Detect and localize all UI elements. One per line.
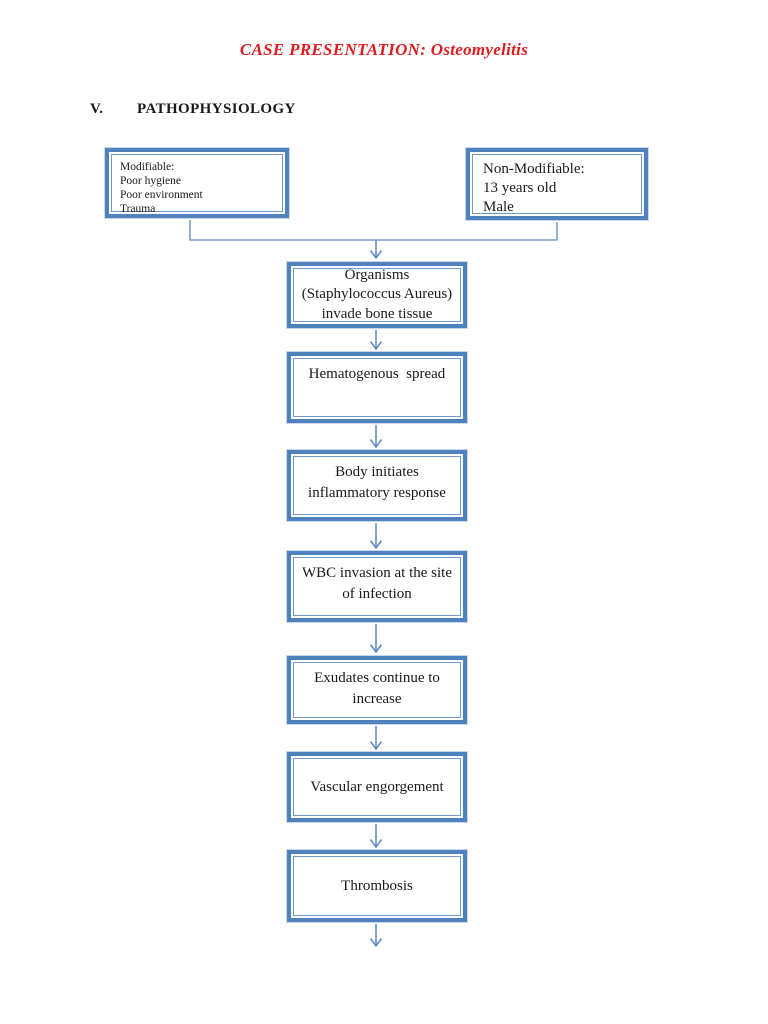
- flow-step-thrombosis: Thrombosis: [287, 850, 467, 922]
- flow-step-line: Hematogenous spread: [308, 366, 446, 382]
- modifiable-factors-box: Modifiable: Poor hygiene Poor environmen…: [105, 148, 289, 218]
- flow-step-line: Body initiates: [335, 464, 419, 480]
- flow-step-line: Thrombosis: [341, 877, 413, 894]
- document-title: CASE PRESENTATION: Osteomyelitis: [239, 40, 529, 59]
- arrow-final-head: [369, 938, 383, 948]
- flow-step-line: WBC invasion at the site: [302, 565, 452, 581]
- factor-line: Male: [483, 199, 514, 215]
- flow-step-line: Exudates continue to: [314, 670, 440, 686]
- flow-step-line: increase: [352, 690, 402, 707]
- arrow-5-head: [369, 741, 383, 751]
- factor-line: 13 years old: [483, 180, 557, 196]
- non-modifiable-factors-box: Non-Modifiable: 13 years old Male: [466, 148, 648, 220]
- flow-step-hematogenous-spread: Hematogenous spread: [287, 352, 467, 423]
- flow-step-content: Thrombosis: [293, 856, 461, 916]
- factor-line: Non-Modifiable:: [483, 161, 585, 177]
- arrow-3-head: [369, 540, 383, 550]
- non-modifiable-factors-content: Non-Modifiable: 13 years old Male: [472, 154, 642, 215]
- flow-step-wbc-invasion: WBC invasion at the site of infection: [287, 551, 467, 622]
- flow-step-line: invade bone tissue: [321, 305, 433, 322]
- arrow-1-head: [369, 341, 383, 351]
- flow-step-organisms-invade: Organisms (Staphylococcus Aureus) invade…: [287, 262, 467, 328]
- flow-step-vascular-engorgement: Vascular engorgement: [287, 752, 467, 822]
- arrow-6-head: [369, 839, 383, 849]
- arrow-2-head: [369, 439, 383, 449]
- flow-step-line: Vascular engorgement: [310, 778, 444, 795]
- flow-step-content: Body initiates inflammatory response: [293, 456, 461, 515]
- bracket-connector: [189, 220, 558, 241]
- flow-step-line: of infection: [342, 585, 412, 602]
- arrow-merge-head: [369, 250, 383, 260]
- factor-line: Poor environment: [120, 189, 203, 201]
- flow-step-line: Organisms: [344, 266, 410, 283]
- factor-line: Trauma: [120, 203, 156, 215]
- section-heading: V. PATHOPHYSIOLOGY: [90, 101, 296, 118]
- flow-step-exudates-increase: Exudates continue to increase: [287, 656, 467, 724]
- flow-step-content: Organisms (Staphylococcus Aureus) invade…: [293, 266, 461, 322]
- flow-step-content: Exudates continue to increase: [293, 662, 461, 718]
- flow-step-inflammatory-response: Body initiates inflammatory response: [287, 450, 467, 521]
- section-title: PATHOPHYSIOLOGY: [137, 101, 296, 117]
- flow-step-content: Vascular engorgement: [293, 758, 461, 816]
- flow-step-content: Hematogenous spread: [293, 358, 461, 417]
- factor-line: Modifiable:: [120, 161, 175, 173]
- flow-step-line: inflammatory response: [308, 484, 446, 501]
- flow-step-content: WBC invasion at the site of infection: [293, 557, 461, 616]
- section-number: V.: [90, 101, 104, 117]
- modifiable-factors-content: Modifiable: Poor hygiene Poor environmen…: [111, 154, 283, 215]
- arrow-4-head: [369, 644, 383, 654]
- flow-step-line: (Staphylococcus Aureus): [301, 286, 453, 303]
- factor-line: Poor hygiene: [120, 175, 182, 187]
